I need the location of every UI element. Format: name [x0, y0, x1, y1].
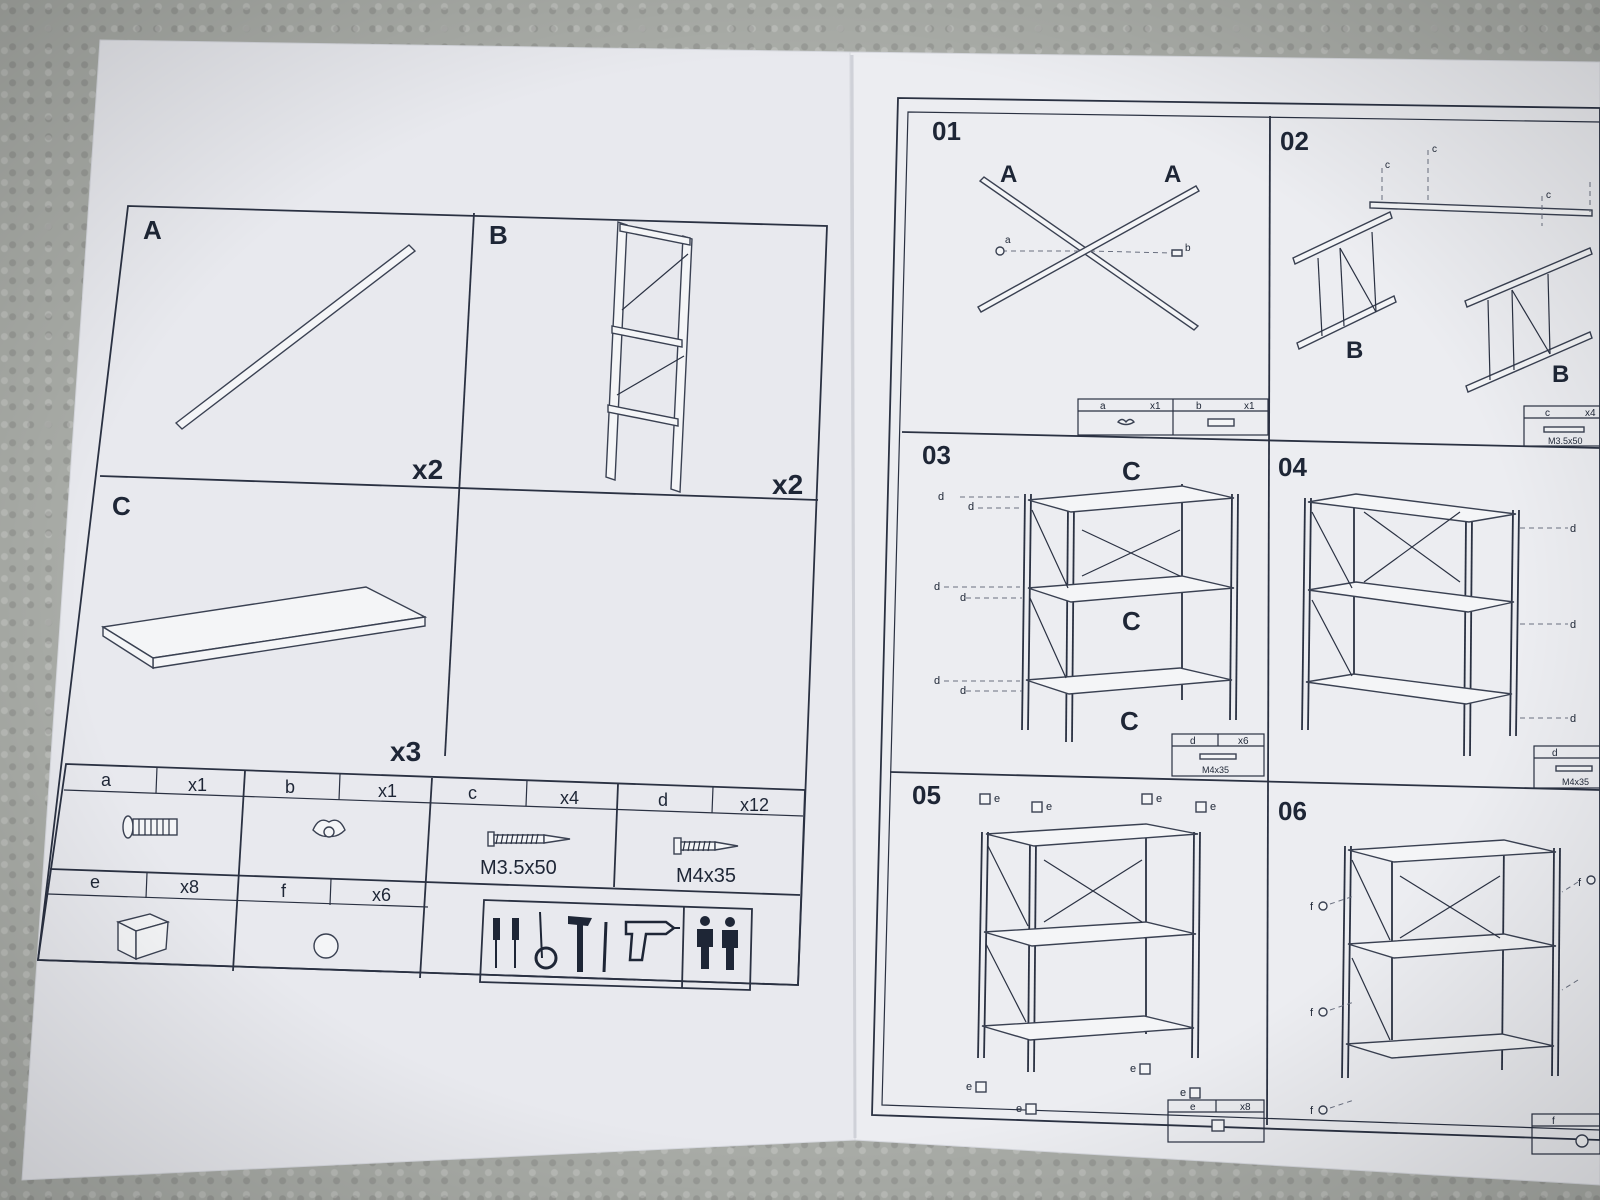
step-number: 04	[1278, 452, 1307, 482]
hardware-quantity: x4	[1585, 408, 1596, 419]
callout-letter: d	[934, 581, 940, 593]
screw-icon	[1199, 753, 1237, 760]
step-number: 06	[1278, 796, 1307, 826]
hardware-letter: e	[90, 872, 100, 892]
hardware-letter: d	[658, 790, 668, 810]
part-quantity: x2	[412, 454, 443, 485]
hardware-letter: c	[468, 783, 477, 803]
hardware-caption: M3.5x50	[480, 857, 557, 879]
callout-letter: d	[934, 675, 940, 687]
hardware-letter: b	[1196, 401, 1202, 412]
callout-letter: c	[1432, 144, 1437, 155]
hardware-quantity: x8	[1240, 1102, 1251, 1113]
hardware-quantity: x1	[1150, 401, 1161, 412]
callout-letter: e	[994, 793, 1000, 805]
pencil-icon	[602, 921, 608, 973]
step-number: 03	[922, 440, 951, 470]
round-cover-icon	[1586, 875, 1596, 885]
hardware-quantity: x1	[378, 781, 397, 801]
bolt-icon	[995, 246, 1005, 256]
hardware-letter: d	[1190, 736, 1196, 747]
callout-letter: c	[1546, 190, 1551, 201]
callout-letter: d	[938, 491, 944, 503]
hardware-quantity: x8	[180, 877, 199, 897]
round-cover-icon	[1575, 1134, 1589, 1148]
part-label: A	[1000, 161, 1017, 188]
part-quantity: x3	[390, 736, 421, 767]
callout-letter: b	[1185, 243, 1191, 254]
part-letter: C	[112, 491, 131, 521]
wing-nut-icon	[1171, 249, 1183, 257]
round-cover-icon	[1318, 1105, 1328, 1115]
hardware-caption: M3.5x50	[1548, 436, 1583, 446]
part-letter: A	[143, 215, 162, 245]
part-label: C	[1122, 456, 1141, 486]
callout-letter: e	[1130, 1063, 1136, 1075]
hardware-caption: M4x35	[1562, 777, 1589, 787]
hardware-caption: M4x35	[676, 865, 736, 887]
hardware-quantity: x6	[1238, 736, 1249, 747]
bolt-icon	[1207, 418, 1235, 427]
callout-letter: a	[1005, 235, 1011, 246]
part-label: C	[1122, 606, 1141, 636]
hardware-quantity: x1	[188, 775, 207, 795]
callout-letter: e	[1046, 801, 1052, 813]
hardware-letter: e	[1190, 1102, 1196, 1113]
hardware-quantity: x6	[372, 885, 391, 905]
callout-letter: c	[1385, 160, 1390, 171]
callout-letter: e	[966, 1081, 972, 1093]
hardware-quantity: x1	[1244, 401, 1255, 412]
hardware-letter: a	[101, 770, 112, 790]
callout-letter: d	[968, 501, 974, 513]
right-page	[849, 51, 1600, 1186]
round-cover-icon	[1318, 901, 1328, 911]
callout-letter: d	[960, 685, 966, 697]
left-page	[21, 39, 856, 1181]
bolt-icon	[122, 815, 178, 839]
foot-cap-icon	[1211, 1119, 1225, 1132]
hardware-quantity: x12	[740, 795, 769, 815]
hardware-quantity: x4	[560, 788, 579, 808]
step-number: 02	[1280, 126, 1309, 156]
part-label: C	[1120, 706, 1139, 736]
callout-letter: e	[1180, 1087, 1186, 1099]
part-label: B	[1552, 361, 1569, 388]
screw-icon	[1543, 426, 1585, 433]
part-quantity: x2	[772, 469, 803, 500]
wing-nut-icon	[312, 819, 346, 838]
callout-letter: e	[1210, 801, 1216, 813]
hardware-letter: a	[1100, 401, 1106, 412]
callout-letter: d	[1570, 619, 1576, 631]
hardware-letter: c	[1545, 408, 1550, 419]
step-number: 05	[912, 780, 941, 810]
part-letter: B	[489, 220, 508, 250]
part-label: B	[1346, 337, 1363, 364]
callout-letter: d	[960, 592, 966, 604]
callout-letter: e	[1156, 793, 1162, 805]
step-number: 01	[932, 116, 961, 146]
screw-icon	[1555, 765, 1593, 772]
hardware-letter: d	[1552, 748, 1558, 759]
round-cover-icon	[1318, 1007, 1328, 1017]
hardware-caption: M4x35	[1202, 765, 1229, 775]
callout-letter: d	[1570, 713, 1576, 725]
hardware-letter: b	[285, 777, 295, 797]
callout-letter: d	[1570, 523, 1576, 535]
hardware-letter: f	[1552, 1116, 1555, 1127]
callout-letter: e	[1016, 1103, 1022, 1115]
round-cover-icon	[313, 933, 339, 959]
part-label: A	[1164, 161, 1181, 188]
